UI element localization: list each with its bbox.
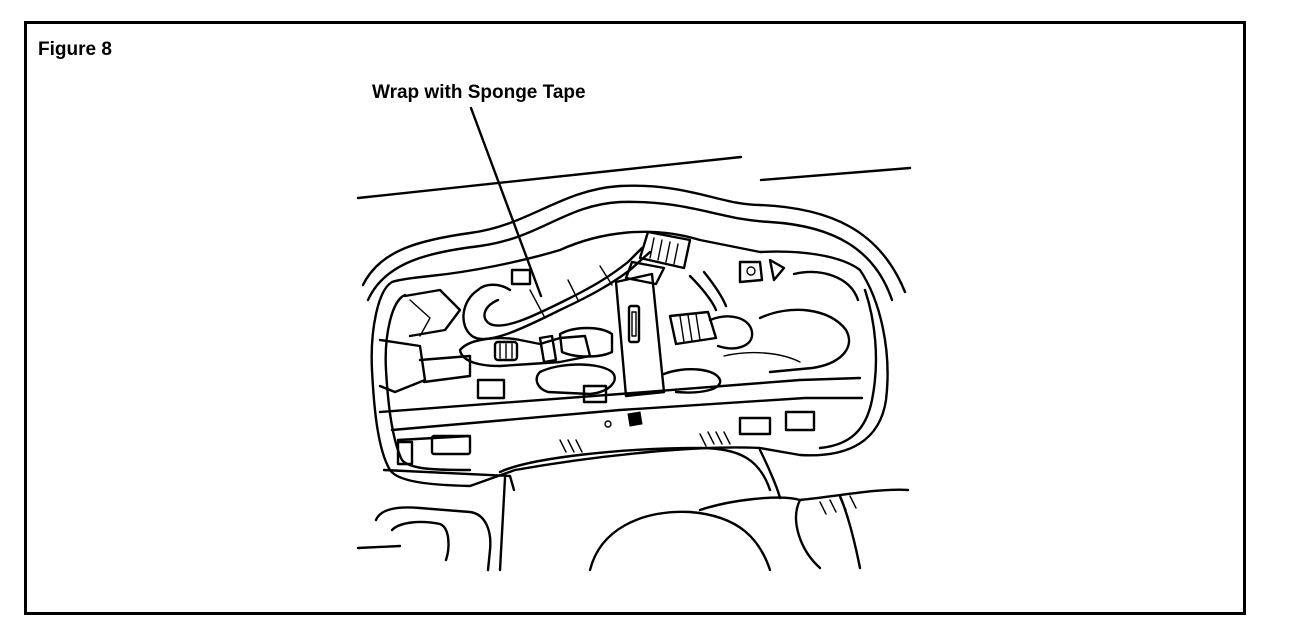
wiring-harness xyxy=(462,246,652,341)
figure-frame xyxy=(24,21,1246,615)
figure-title: Figure 8 xyxy=(38,39,112,60)
knee-bolster xyxy=(356,468,516,572)
cluster-opening-outline xyxy=(370,230,889,488)
lower-left-connectors xyxy=(458,326,614,368)
harness-connectors xyxy=(624,230,692,286)
dashboard-top-edge xyxy=(356,155,912,200)
left-interior-details xyxy=(378,288,472,394)
callout-label: Wrap with Sponge Tape xyxy=(372,82,586,103)
steering-column-shroud xyxy=(498,446,910,572)
fastener xyxy=(604,411,643,428)
cluster-hood-contours xyxy=(361,184,907,302)
right-side-connectors xyxy=(668,270,754,350)
interior-forms xyxy=(535,270,860,396)
callout-leader-line xyxy=(469,106,543,298)
center-support-bracket xyxy=(614,272,666,398)
mounting-tabs xyxy=(396,258,816,466)
texture-hatching xyxy=(559,431,857,515)
